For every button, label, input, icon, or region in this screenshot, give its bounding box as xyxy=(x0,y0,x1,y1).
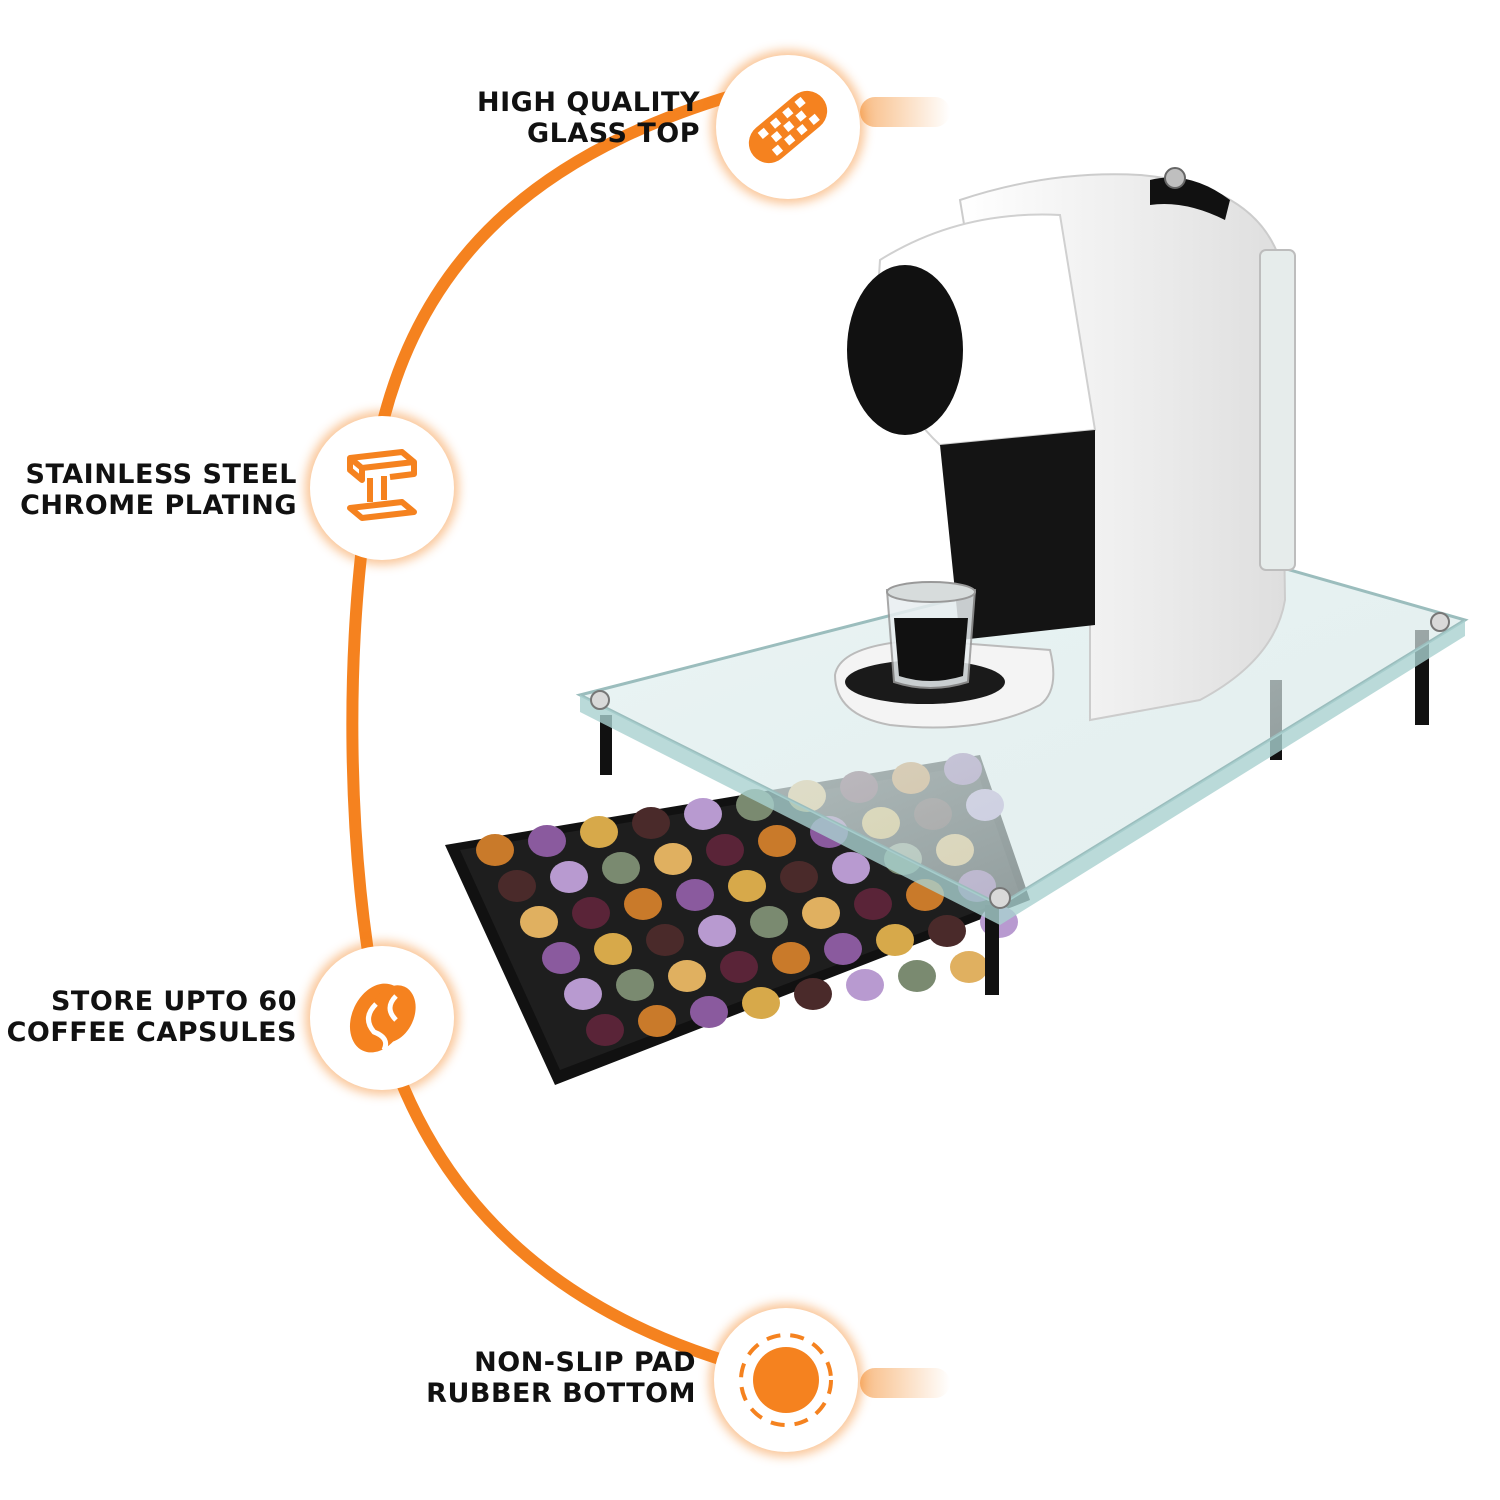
coffee-capsule xyxy=(780,861,818,893)
steel-badge xyxy=(310,416,454,560)
feature-label-steel: STAINLESS STEEL CHROME PLATING xyxy=(20,459,297,521)
feature-line-1: NON-SLIP PAD xyxy=(474,1347,696,1378)
coffee-capsule xyxy=(794,978,832,1010)
glow-bottom xyxy=(860,1368,950,1398)
rubber-pad-icon xyxy=(739,1333,833,1427)
coffee-capsule xyxy=(690,996,728,1028)
coffee-capsule xyxy=(758,825,796,857)
coffee-capsule xyxy=(832,852,870,884)
feature-label-rubber-pad: NON-SLIP PAD RUBBER BOTTOM xyxy=(426,1347,696,1409)
coffee-capsule xyxy=(602,852,640,884)
steel-beam-icon xyxy=(347,449,417,521)
coffee-capsule xyxy=(676,879,714,911)
coffee-capsule xyxy=(720,951,758,983)
coffee-capsule xyxy=(898,960,936,992)
coffee-capsule xyxy=(876,924,914,956)
feature-line-2: COFFEE CAPSULES xyxy=(6,1017,297,1048)
feature-label-glass-top: HIGH QUALITY GLASS TOP xyxy=(477,87,700,149)
coffee-capsule xyxy=(668,960,706,992)
coffee-capsule xyxy=(594,933,632,965)
coffee-capsule xyxy=(846,969,884,1001)
coffee-capsule xyxy=(742,987,780,1019)
glass-top-icon xyxy=(748,90,828,164)
coffee-bean-icon xyxy=(349,983,416,1053)
machine-lid xyxy=(847,265,963,435)
coffee-capsule xyxy=(542,942,580,974)
coffee-capsule xyxy=(632,807,670,839)
feature-line-1: STORE UPTO 60 xyxy=(50,986,297,1017)
coffee-capsule xyxy=(498,870,536,902)
coffee-capsule xyxy=(580,816,618,848)
feature-label-capsules: STORE UPTO 60 COFFEE CAPSULES xyxy=(7,986,297,1048)
coffee-capsule xyxy=(624,888,662,920)
coffee-capsule xyxy=(750,906,788,938)
coffee-capsule xyxy=(646,924,684,956)
coffee-capsule xyxy=(854,888,892,920)
coffee-capsule xyxy=(728,870,766,902)
rubber-pad-badge xyxy=(714,1308,858,1452)
feature-line-1: STAINLESS STEEL xyxy=(25,459,297,490)
coffee-capsule xyxy=(586,1014,624,1046)
coffee-capsule xyxy=(772,942,810,974)
capsules-badge xyxy=(310,946,454,1090)
coffee-capsule xyxy=(698,915,736,947)
coffee-capsule xyxy=(564,978,602,1010)
coffee-capsule xyxy=(824,933,862,965)
feature-line-2: CHROME PLATING xyxy=(20,490,297,521)
coffee-capsule xyxy=(950,951,988,983)
glass-top-badge xyxy=(716,55,860,199)
coffee-capsule xyxy=(476,834,514,866)
glow-top xyxy=(860,97,950,127)
coffee-capsule xyxy=(706,834,744,866)
coffee-capsule xyxy=(928,915,966,947)
coffee-capsule xyxy=(638,1005,676,1037)
feature-line-2: GLASS TOP xyxy=(527,118,700,149)
coffee-capsule xyxy=(654,843,692,875)
coffee-capsule xyxy=(528,825,566,857)
coffee-capsule xyxy=(684,798,722,830)
coffee-capsule xyxy=(802,897,840,929)
feature-line-1: HIGH QUALITY xyxy=(477,87,700,118)
coffee-capsule xyxy=(520,906,558,938)
feature-line-2: RUBBER BOTTOM xyxy=(426,1378,696,1409)
coffee-capsule xyxy=(616,969,654,1001)
coffee-capsule xyxy=(550,861,588,893)
coffee-capsule xyxy=(572,897,610,929)
